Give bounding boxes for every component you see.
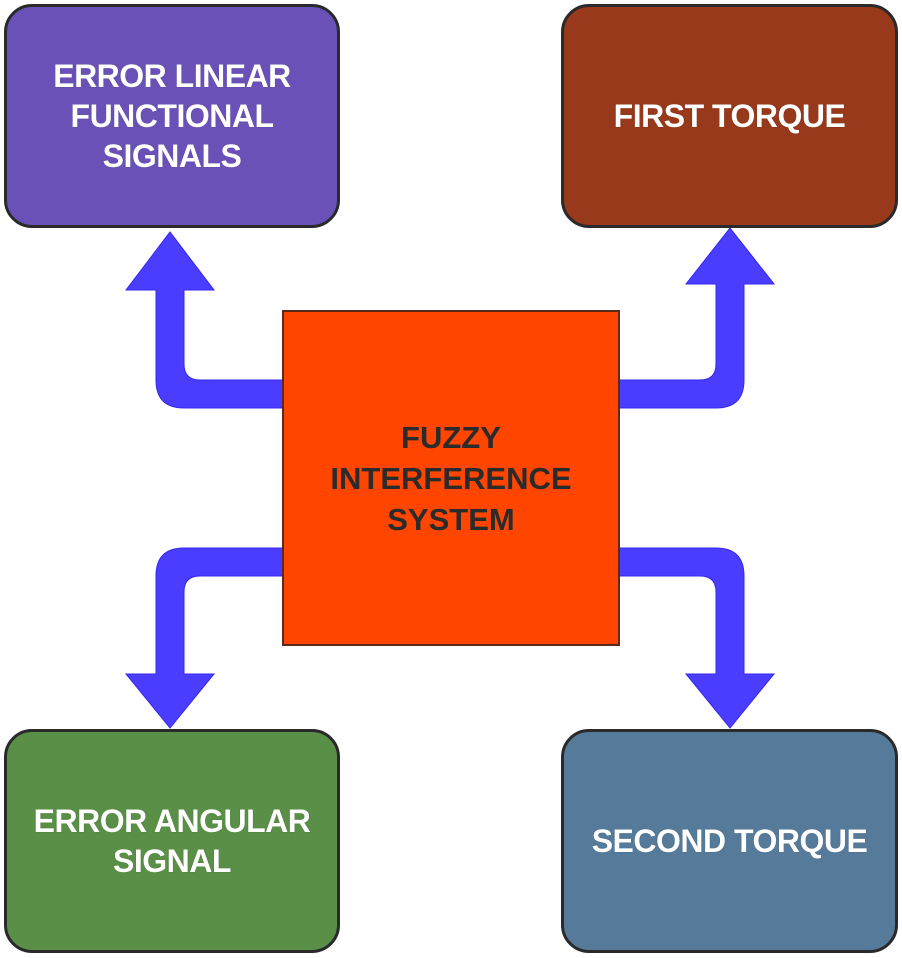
error-angular-signal-box: ERROR ANGULAR SIGNAL <box>4 729 340 953</box>
second-torque-label: SECOND TORQUE <box>591 823 868 859</box>
arrow-to-top-left <box>124 231 285 409</box>
first-torque-box: FIRST TORQUE <box>561 4 898 228</box>
arrow-to-bottom-right <box>617 547 776 729</box>
arrow-to-bottom-left <box>124 547 285 729</box>
arrow-to-top-right <box>617 227 776 409</box>
fuzzy-interference-system-box: FUZZY INTERFERENCE SYSTEM <box>282 310 620 646</box>
first-torque-label: FIRST TORQUE <box>613 98 846 134</box>
second-torque-box: SECOND TORQUE <box>561 729 898 953</box>
error-angular-signal-label: ERROR ANGULAR SIGNAL <box>33 803 311 879</box>
error-linear-functional-signals-box: ERROR LINEAR FUNCTIONAL SIGNALS <box>4 4 340 228</box>
fuzzy-interference-system-label: FUZZY INTERFERENCE SYSTEM <box>330 419 572 537</box>
error-linear-functional-signals-label: ERROR LINEAR FUNCTIONAL SIGNALS <box>53 58 291 174</box>
